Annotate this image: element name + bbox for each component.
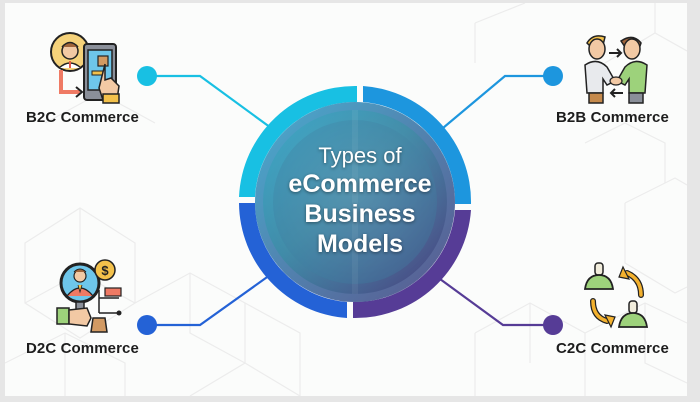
connector-c2c	[439, 278, 553, 327]
magnifier-customer-shopping-icon: $	[56, 259, 122, 333]
business-handshake-icon	[584, 35, 648, 104]
title-line-2: eCommerce	[288, 170, 432, 198]
node-label-b2c: B2C Commerce	[26, 109, 139, 126]
connector-dot-d2c	[137, 315, 157, 335]
title-line-1: Types of	[318, 143, 402, 168]
connector-d2c	[147, 274, 271, 327]
connector-dot-b2c	[137, 66, 157, 86]
connector-b2c	[147, 74, 279, 134]
svg-text:$: $	[101, 263, 109, 278]
background-hex-pattern	[5, 3, 687, 396]
node-label-c2c: C2C Commerce	[556, 340, 669, 357]
customer-service-tablet-icon	[50, 32, 120, 104]
node-label-b2b: B2B Commerce	[556, 109, 669, 126]
infographic-panel: Types of eCommerce Business Models B2C C…	[5, 3, 687, 396]
connector-dot-b2b	[543, 66, 563, 86]
title-line-4: Models	[316, 230, 404, 258]
center-title: Types of eCommerce Business Models	[250, 143, 470, 259]
outer-ring	[239, 85, 472, 319]
title-line-3: Business	[304, 200, 416, 228]
consumer-exchange-icon	[583, 262, 649, 329]
connector-b2b	[442, 74, 553, 129]
ring-diagram	[137, 66, 563, 335]
connector-dot-c2c	[543, 315, 563, 335]
node-label-d2c: D2C Commerce	[26, 340, 139, 357]
